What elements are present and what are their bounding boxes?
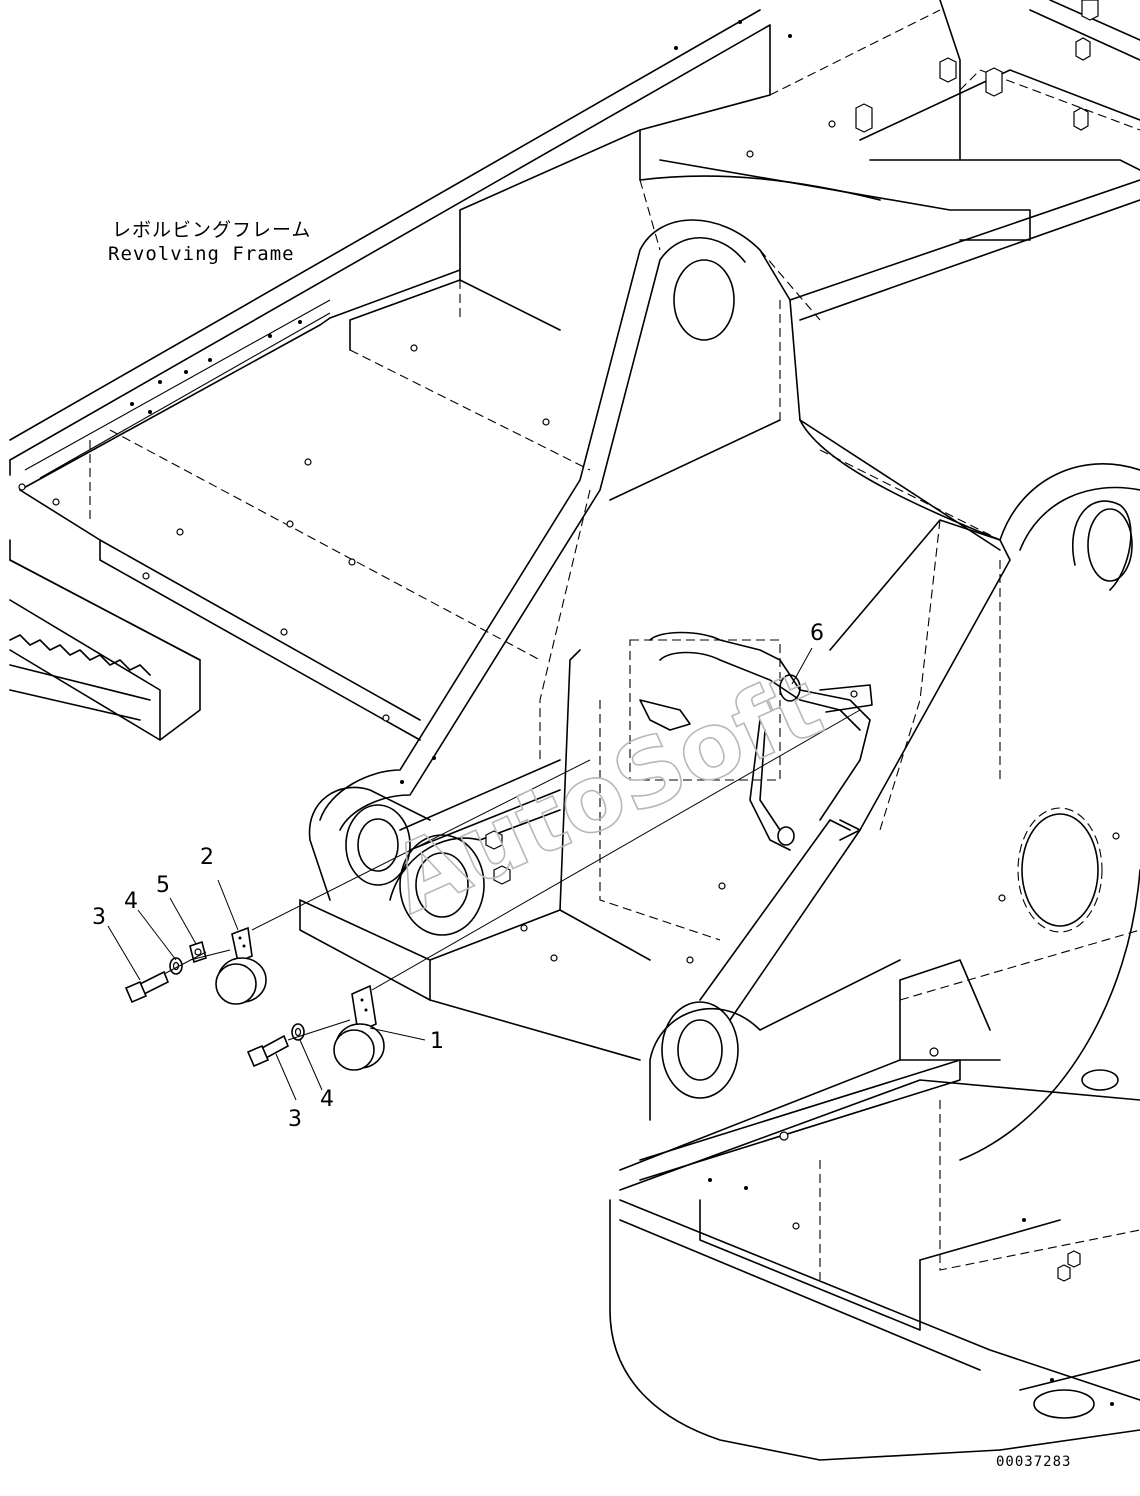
callout-5: 5 bbox=[156, 873, 170, 898]
callout-4-upper: 4 bbox=[124, 889, 138, 914]
frame-label-japanese: レボルビングフレーム bbox=[112, 219, 311, 241]
lower-right-structure bbox=[609, 959, 1140, 1461]
boom-bracket bbox=[299, 219, 1140, 1161]
callout-6: 6 bbox=[810, 621, 824, 646]
watermark: AutoSoft bbox=[375, 651, 836, 935]
callout-3-lower: 3 bbox=[288, 1107, 302, 1132]
bracket-fasteners bbox=[400, 756, 1120, 964]
horn-assembly-upper bbox=[124, 926, 267, 1005]
callout-3-upper: 3 bbox=[92, 905, 106, 930]
frame-label-english: Revolving Frame bbox=[108, 243, 295, 265]
leader-lines bbox=[107, 647, 861, 1101]
deck-bolt-holes bbox=[18, 20, 1088, 722]
revolving-frame-deck bbox=[9, 9, 941, 741]
callout-4-lower: 4 bbox=[320, 1087, 334, 1112]
horn-assembly-lower bbox=[246, 984, 385, 1071]
document-number: 00037283 bbox=[996, 1454, 1071, 1470]
upper-right-structure bbox=[639, 0, 1140, 321]
callout-1: 1 bbox=[430, 1029, 444, 1054]
callout-2: 2 bbox=[200, 845, 214, 870]
wiring-harness bbox=[639, 631, 873, 851]
